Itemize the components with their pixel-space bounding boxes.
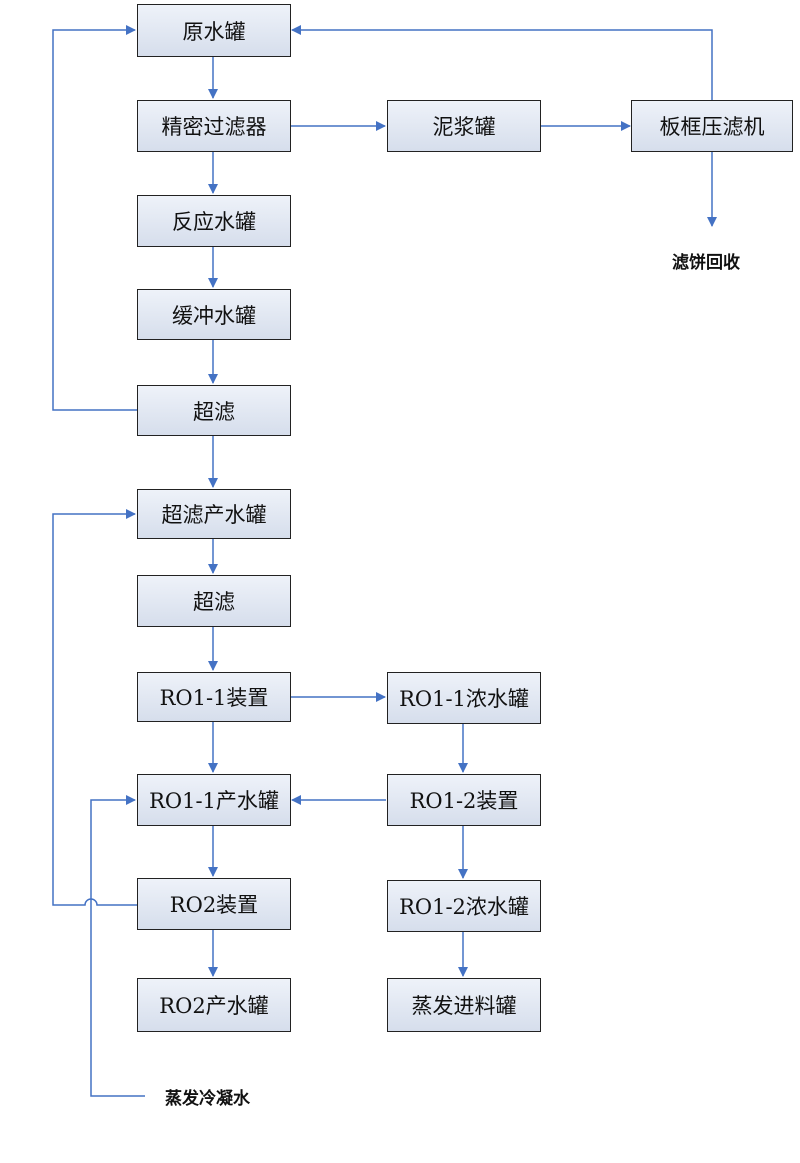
node-sludge-tank: 泥浆罐 xyxy=(387,100,541,152)
node-uf-product-tank: 超滤产水罐 xyxy=(137,489,291,539)
arrow-uf-recycle-to-raw xyxy=(52,25,137,411)
node-buffer-tank: 缓冲水罐 xyxy=(137,289,291,340)
label-filter-cake: 滤饼回收 xyxy=(672,253,740,273)
node-ro1-1-conc-tank: RO1-1浓水罐 xyxy=(387,672,541,724)
node-raw-tank: 原水罐 xyxy=(137,4,291,57)
arrow-ro2-recycle-to-ufproduct xyxy=(52,509,137,906)
arrow-press-back-to-raw xyxy=(291,25,713,100)
node-plate-frame-press: 板框压滤机 xyxy=(631,100,793,152)
node-uf-2: 超滤 xyxy=(137,575,291,627)
node-ro2-product-tank: RO2产水罐 xyxy=(137,978,291,1032)
node-evap-feed-tank: 蒸发进料罐 xyxy=(387,978,541,1032)
label-evap-condensate: 蒸发冷凝水 xyxy=(165,1089,250,1109)
node-precision-filter: 精密过滤器 xyxy=(137,100,291,152)
node-ro1-1-product-tank: RO1-1产水罐 xyxy=(137,774,291,826)
node-ro1-2-conc-tank: RO1-2浓水罐 xyxy=(387,880,541,932)
node-ro1-2-unit: RO1-2装置 xyxy=(387,774,541,826)
arrow-condensate-to-ro11product xyxy=(90,795,145,1097)
node-ro1-1-unit: RO1-1装置 xyxy=(137,672,291,722)
node-ro2-unit: RO2装置 xyxy=(137,878,291,930)
node-reaction-tank: 反应水罐 xyxy=(137,195,291,247)
node-uf-1: 超滤 xyxy=(137,385,291,436)
